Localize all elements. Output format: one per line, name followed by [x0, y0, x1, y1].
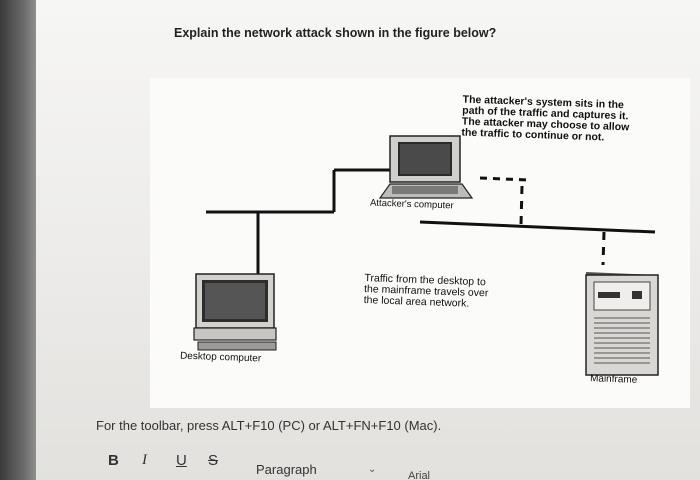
chevron-down-icon[interactable]: ⌄ [368, 464, 377, 475]
italic-icon[interactable]: I [142, 452, 147, 468]
attacker-note: The attacker's system sits in the path o… [461, 93, 630, 144]
dashed-path-h [479, 176, 529, 182]
lan-line-right [419, 220, 656, 234]
toolbar-hint: For the toolbar, press ALT+F10 (PC) or A… [96, 418, 442, 433]
mainframe-label: Mainframe [589, 373, 638, 386]
question-text: Explain the network attack shown in the … [174, 26, 497, 40]
attacker-computer-icon [378, 135, 474, 199]
editor-toolbar: B I U S Paragraph ⌄ Arial [96, 446, 700, 479]
traffic-note: Traffic from the desktop to the mainfram… [363, 272, 489, 310]
strikethrough-icon[interactable]: S [208, 452, 219, 469]
dashed-path-v2 [601, 231, 606, 266]
font-select[interactable]: Arial [408, 470, 431, 479]
paragraph-select[interactable]: Paragraph [256, 462, 317, 477]
background-edge [0, 0, 40, 480]
mainframe-icon [585, 272, 659, 376]
bold-icon[interactable]: B [108, 452, 119, 469]
underline-icon[interactable]: U [176, 452, 187, 469]
desktop-computer-icon [193, 273, 277, 351]
dashed-path-v1 [519, 185, 524, 226]
